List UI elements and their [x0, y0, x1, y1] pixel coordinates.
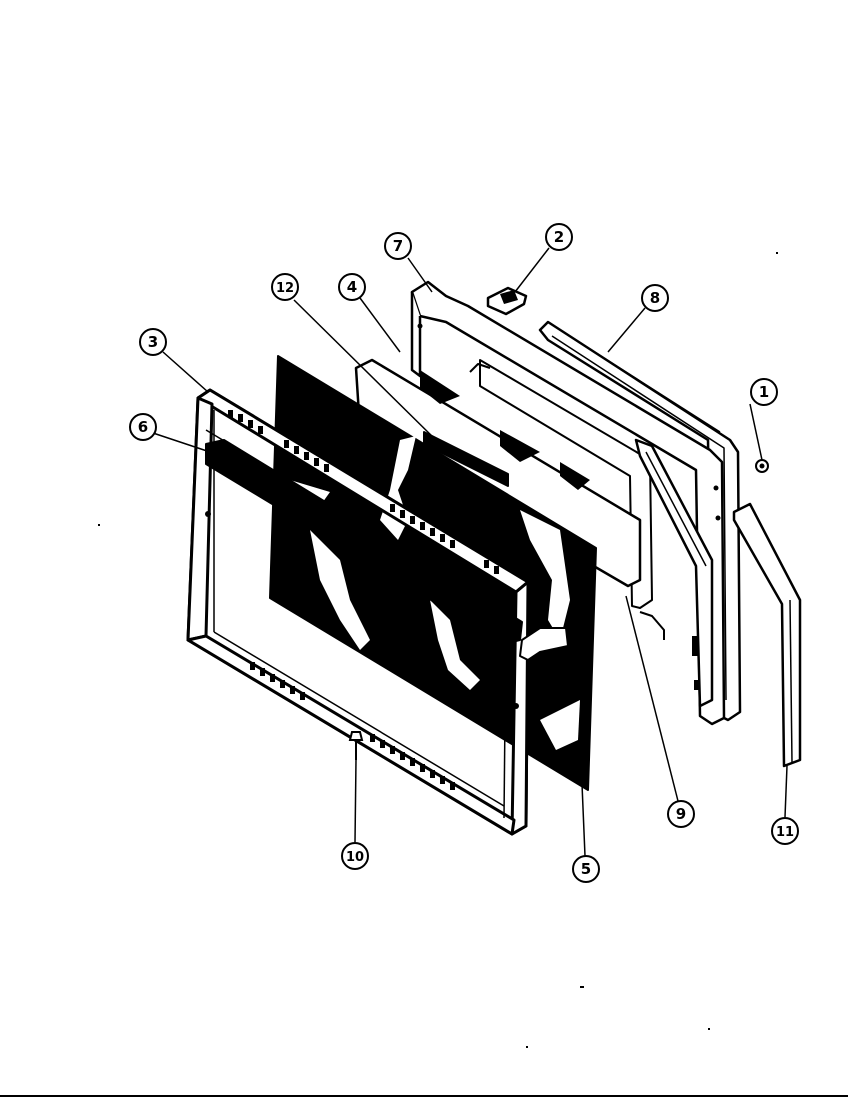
callout-label: 1	[759, 383, 769, 401]
inner-door-panel	[410, 280, 726, 726]
callout-label: 11	[776, 825, 794, 840]
callout-12: 12	[271, 273, 299, 301]
callout-label: 7	[393, 237, 403, 255]
screw	[348, 731, 364, 760]
handle-bracket	[423, 431, 509, 487]
callout-label: 12	[276, 281, 294, 296]
handle-bar	[205, 439, 569, 661]
door-clip	[486, 286, 528, 316]
callout-3: 3	[139, 328, 167, 356]
callout-label: 2	[554, 228, 564, 246]
callout-2: 2	[545, 223, 573, 251]
bottom-rule	[0, 1095, 848, 1097]
callout-markers: 1 2 3 4 5 6 7 8 9 10 11 12	[129, 223, 799, 883]
callout-11: 11	[771, 817, 799, 845]
callout-7: 7	[384, 232, 412, 260]
callout-10: 10	[341, 842, 369, 870]
callout-label: 9	[676, 805, 686, 823]
callout-5: 5	[572, 855, 600, 883]
scan-specks	[98, 252, 778, 1048]
callout-label: 10	[346, 850, 364, 865]
callout-label: 4	[347, 278, 357, 296]
leader-lines	[149, 247, 788, 857]
callout-label: 5	[581, 860, 591, 878]
callout-label: 3	[148, 333, 158, 351]
callout-label: 8	[650, 289, 660, 307]
callout-8: 8	[641, 284, 669, 312]
callout-4: 4	[338, 273, 366, 301]
hinge-channel	[634, 438, 714, 708]
callout-9: 9	[667, 800, 695, 828]
callout-6: 6	[129, 413, 157, 441]
nut	[755, 459, 769, 473]
door-liner	[538, 320, 742, 722]
door-gasket-strip	[732, 502, 802, 768]
callout-1: 1	[750, 378, 778, 406]
callout-label: 6	[138, 418, 148, 436]
